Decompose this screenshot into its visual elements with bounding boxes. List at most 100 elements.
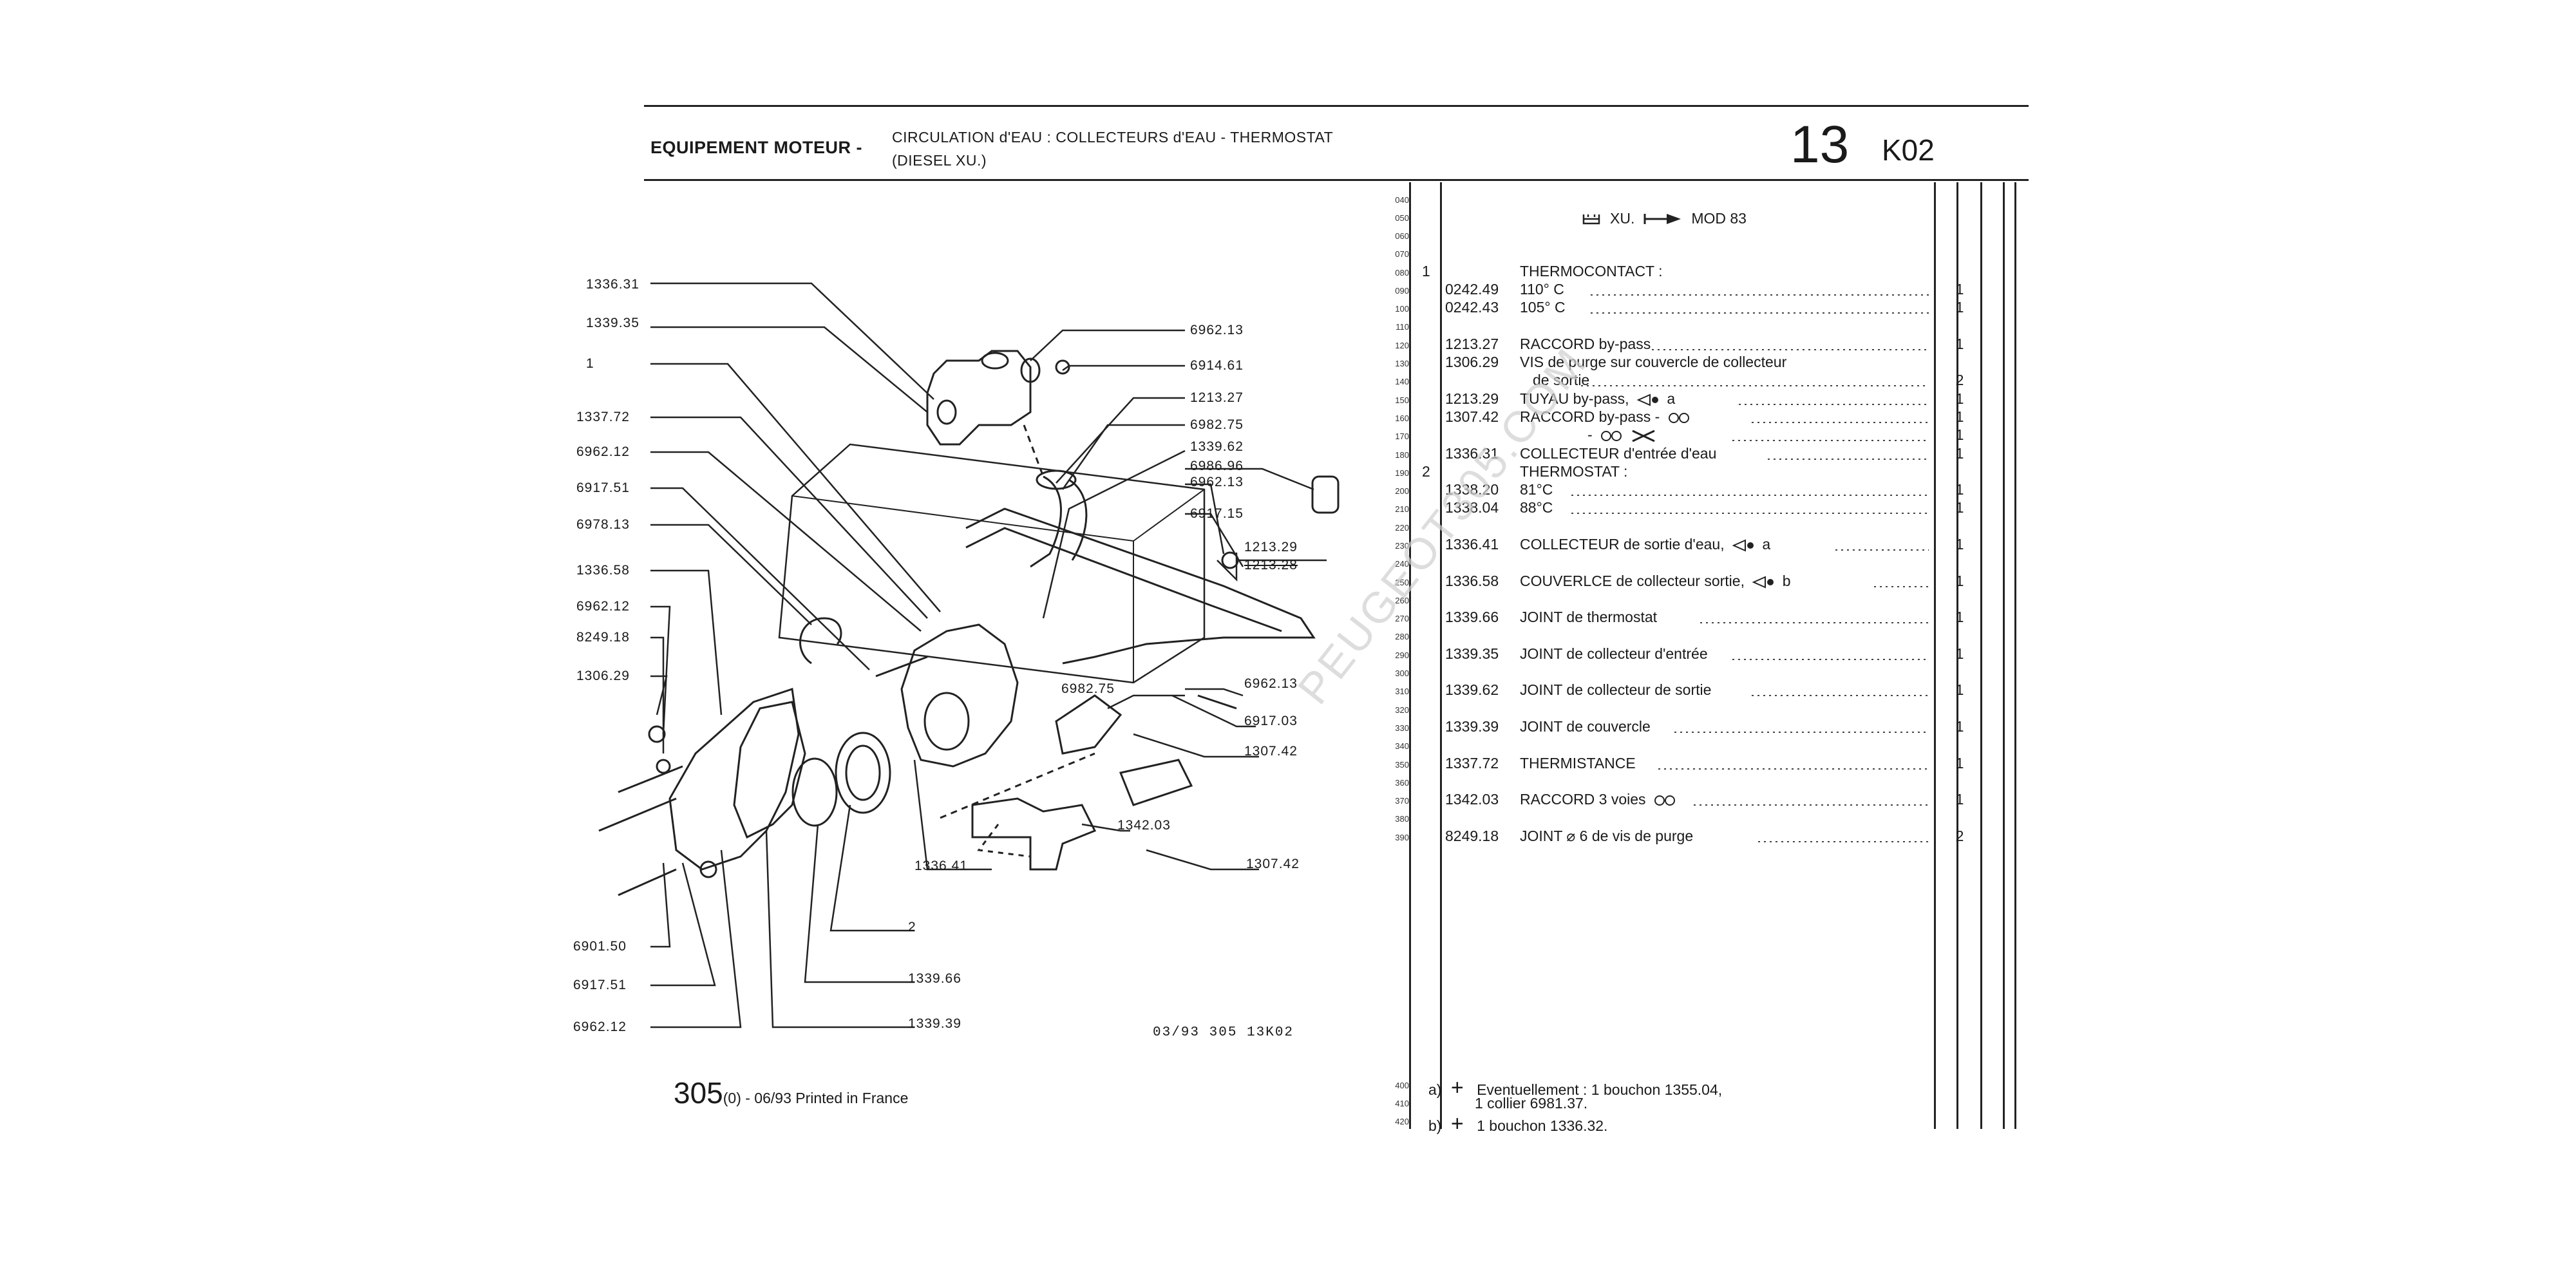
note-a-text: Eventuellement : 1 bouchon 1355.04, — [1477, 1081, 1723, 1098]
callout-label: 1213.27 — [1190, 390, 1244, 405]
cal-330: 330 — [1395, 723, 1409, 733]
diameter-pair-icon — [1601, 430, 1622, 441]
inlet-collector — [926, 350, 1032, 446]
bolt — [618, 868, 677, 896]
table-rule-4 — [1956, 182, 1958, 1129]
callout-label: 1336.41 — [914, 858, 968, 873]
cal-370: 370 — [1395, 796, 1409, 806]
part-desc-text: - — [1587, 426, 1593, 443]
cal-170: 170 — [1395, 431, 1409, 441]
page-footer: 305(0) - 06/93 Printed in France — [674, 1075, 908, 1110]
part-ref: 1338.20 — [1445, 481, 1499, 498]
table-rule-2 — [1440, 182, 1442, 1129]
part-ref: 1339.39 — [1445, 718, 1499, 735]
cal-240: 240 — [1395, 559, 1409, 569]
part-desc: RACCORD 3 voies — [1520, 791, 1676, 808]
couvercle — [668, 688, 800, 871]
callout-label: 6962.12 — [576, 444, 630, 459]
note-a-prefix: a) — [1428, 1081, 1442, 1098]
cal-180: 180 — [1395, 450, 1409, 460]
callout-label: 6978.13 — [576, 517, 630, 532]
list-item-thermostat: THERMOSTAT : — [1520, 463, 1628, 480]
note-b: b) + 1 bouchon 1336.32. — [1428, 1112, 1607, 1137]
part-ref: 1336.41 — [1445, 536, 1499, 553]
part-qty: 1 — [1955, 281, 1964, 298]
callout-label: 6982.75 — [1061, 681, 1115, 696]
lower-hose — [1055, 694, 1122, 755]
part-qty: 1 — [1955, 336, 1964, 352]
cal-360: 360 — [1395, 778, 1409, 788]
footer-date: (0) - 06/93 Printed in France — [723, 1090, 909, 1106]
callout-label: 1339.62 — [1190, 439, 1244, 454]
cal-300: 300 — [1395, 668, 1409, 678]
part-desc: de sortie — [1533, 372, 1590, 388]
part-desc: 81°C — [1520, 481, 1553, 498]
part-qty: 2 — [1955, 828, 1964, 844]
tag-b: b — [1782, 573, 1791, 589]
cal-100: 100 — [1395, 304, 1409, 314]
callout-label: 6962.12 — [573, 1019, 627, 1034]
callout-label: 1339.35 — [586, 316, 639, 330]
thermostat-seal — [791, 757, 838, 827]
part-desc: - — [1587, 426, 1657, 444]
part-ref: 1338.04 — [1445, 499, 1499, 516]
left-triangle-icon — [1752, 576, 1774, 589]
cal-160: 160 — [1395, 413, 1409, 423]
part-desc: JOINT ⌀ 6 de vis de purge — [1520, 828, 1694, 844]
callout-label: 6917.03 — [1244, 714, 1298, 728]
cal-090: 090 — [1395, 286, 1409, 296]
callout-label-struck: 1213.28 — [1244, 558, 1298, 573]
part-desc: 88°C — [1520, 499, 1553, 516]
hose-1307 — [1119, 759, 1193, 806]
callout-label: 1336.31 — [586, 277, 639, 292]
callout-label: 6901.50 — [573, 939, 627, 954]
group-code: K02 — [1882, 133, 1935, 167]
cal-110: 110 — [1396, 322, 1409, 332]
part-desc: JOINT de collecteur d'entrée — [1520, 645, 1708, 662]
callout-label: 6914.61 — [1190, 358, 1244, 373]
part-desc: 110° C — [1520, 281, 1564, 298]
note-a: a) + Eventuellement : 1 bouchon 1355.04, — [1428, 1075, 1722, 1101]
part-desc-text: RACCORD 3 voies — [1520, 791, 1646, 808]
callout-label: 6917.51 — [576, 480, 630, 495]
callout-label: 6917.51 — [573, 978, 627, 992]
part-desc-text: RACCORD by-pass - — [1520, 408, 1660, 425]
bolt — [875, 656, 928, 677]
part-qty: 1 — [1955, 609, 1964, 625]
cal-270: 270 — [1395, 614, 1409, 623]
cal-140: 140 — [1395, 377, 1409, 386]
cal-310: 310 — [1395, 687, 1409, 696]
part-qty: 1 — [1955, 299, 1964, 316]
cal-340: 340 — [1395, 741, 1409, 751]
part-desc: COLLECTEUR de sortie d'eau, a — [1520, 536, 1770, 553]
part-qty: 1 — [1955, 681, 1964, 698]
part-ref: 1336.58 — [1445, 573, 1499, 589]
cal-200: 200 — [1395, 486, 1409, 496]
part-qty: 1 — [1955, 499, 1964, 516]
part-desc-text: COUVERLCE de collecteur sortie, — [1520, 573, 1745, 589]
hose-clip — [1311, 475, 1340, 514]
table-rule-6 — [2003, 182, 2005, 1129]
part-qty: 1 — [1955, 536, 1964, 553]
part-desc: TUYAU by-pass, a — [1520, 390, 1675, 408]
callout-label: 1342.03 — [1117, 818, 1171, 833]
thermostat — [835, 732, 891, 814]
part-qty: 1 — [1955, 791, 1964, 808]
part-ref: 1339.62 — [1445, 681, 1499, 698]
cal-380: 380 — [1395, 814, 1409, 824]
cal-120: 120 — [1395, 341, 1409, 350]
part-qty: 1 — [1955, 426, 1964, 443]
diameter-pair-icon — [1654, 795, 1675, 806]
cal-130: 130 — [1395, 359, 1409, 368]
callout-label: 1 — [586, 356, 594, 371]
part-qty: 1 — [1955, 481, 1964, 498]
cal-390: 390 — [1395, 833, 1409, 842]
part-ref: 8249.18 — [1445, 828, 1499, 844]
model-range: MOD 83 — [1691, 210, 1747, 227]
note-b-prefix: b) — [1428, 1117, 1442, 1134]
scissors-icon — [1632, 430, 1656, 442]
note-a-line2: 1 collier 6981.37. — [1475, 1095, 1588, 1112]
part-desc-text: COLLECTEUR de sortie d'eau, — [1520, 536, 1725, 553]
